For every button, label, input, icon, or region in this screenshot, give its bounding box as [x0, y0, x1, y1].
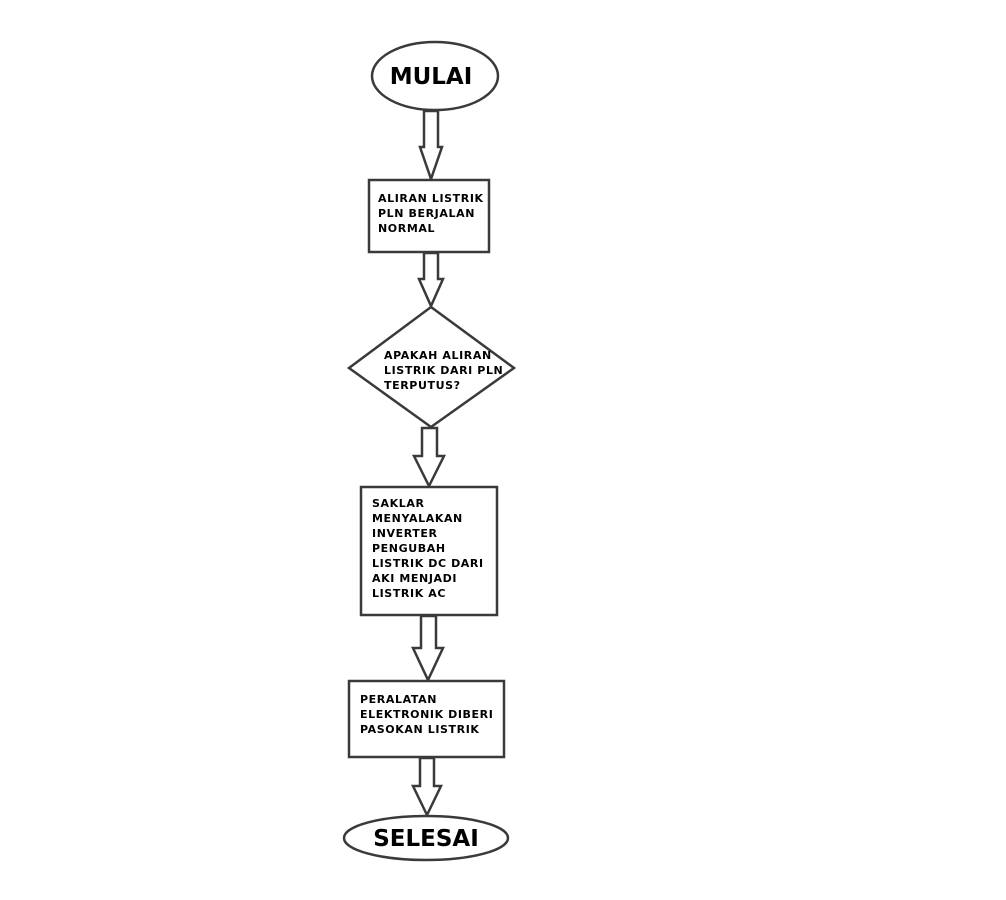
process-2-line-7: LISTRIK AC: [372, 587, 446, 600]
process-2-line-3: INVERTER: [372, 527, 438, 540]
process-box-1: [367, 178, 491, 254]
process-2-line-2: MENYALAKAN: [372, 512, 463, 525]
end-ellipse: [342, 814, 510, 862]
process-node-2: SAKLAR MENYALAKAN INVERTER PENGUBAH LIST…: [359, 485, 499, 617]
end-node: SELESAI: [342, 814, 510, 862]
arrow-decision-to-step2: [411, 426, 447, 489]
process-1-line-2: PLN BERJALAN: [378, 207, 475, 220]
process-1-line-1: ALIRAN LISTRIK: [378, 192, 484, 205]
process-text-1: ALIRAN LISTRIK PLN BERJALAN NORMAL: [378, 192, 488, 235]
decision-node: APAKAH ALIRAN LISTRIK DARI PLN TERPUTUS?: [346, 305, 517, 429]
process-2-line-4: PENGUBAH: [372, 542, 446, 555]
process-3-line-2: ELEKTRONIK DIBERI: [360, 708, 493, 721]
process-text-3: PERALATAN ELEKTRONIK DIBERI PASOKAN LIST…: [360, 693, 498, 736]
arrow-step2-to-step3: [411, 614, 445, 683]
process-2-line-5: LISTRIK DC DARI: [372, 557, 484, 570]
process-node-1: ALIRAN LISTRIK PLN BERJALAN NORMAL: [367, 178, 491, 254]
end-label: SELESAI: [373, 826, 479, 852]
process-3-line-3: PASOKAN LISTRIK: [360, 723, 480, 736]
process-2-line-6: AKI MENJADI: [372, 572, 457, 585]
process-3-line-1: PERALATAN: [360, 693, 437, 706]
arrow-step3-to-end: [411, 756, 443, 818]
decision-line-2: LISTRIK DARI PLN: [384, 364, 503, 377]
decision-text: APAKAH ALIRAN LISTRIK DARI PLN TERPUTUS?: [384, 349, 508, 392]
decision-line-1: APAKAH ALIRAN: [384, 349, 492, 362]
decision-line-3: TERPUTUS?: [384, 379, 461, 392]
process-node-3: PERALATAN ELEKTRONIK DIBERI PASOKAN LIST…: [347, 679, 506, 759]
process-box-2: [359, 485, 499, 617]
process-2-line-1: SAKLAR: [372, 497, 425, 510]
start-label: MULAI: [390, 64, 473, 90]
arrow-start-to-step1: [418, 109, 444, 183]
process-text-2: SAKLAR MENYALAKAN INVERTER PENGUBAH LIST…: [372, 497, 488, 600]
process-1-line-3: NORMAL: [378, 222, 435, 235]
arrow-step1-to-decision: [417, 251, 445, 310]
start-node: MULAI: [370, 40, 500, 112]
process-box-3: [347, 679, 506, 759]
